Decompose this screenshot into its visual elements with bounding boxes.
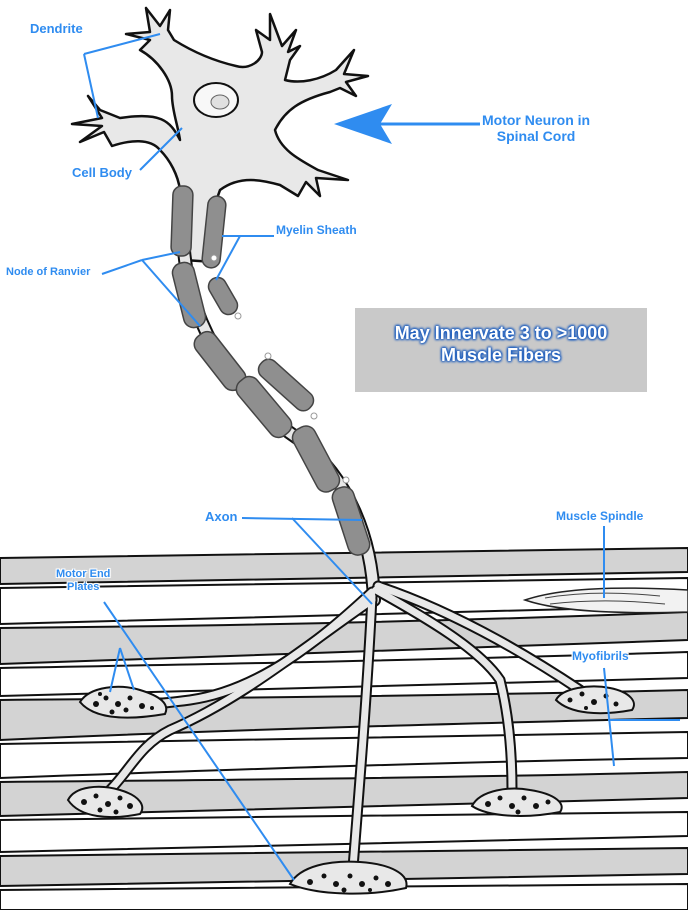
leader-cell-body bbox=[139, 127, 183, 171]
myelin-sheath bbox=[170, 185, 371, 556]
myelin-segment bbox=[257, 358, 315, 412]
innervation-callout-text: May Innervate 3 to >1000 Muscle Fibers bbox=[355, 322, 647, 366]
leader-dendrite bbox=[83, 53, 99, 119]
node-of-ranvier bbox=[264, 352, 272, 360]
myelin-segment bbox=[291, 425, 341, 493]
cell-body bbox=[70, 6, 370, 264]
motor-end-plate bbox=[470, 787, 563, 817]
node-of-ranvier bbox=[210, 254, 218, 262]
leader-motor-end-plates bbox=[109, 647, 121, 693]
label-myelin-sheath: Myelin Sheath bbox=[276, 223, 357, 237]
innervation-callout: May Innervate 3 to >1000 Muscle Fibers bbox=[355, 308, 647, 392]
label-muscle-spindle: Muscle Spindle bbox=[556, 509, 644, 523]
nodes-of-ranvier bbox=[210, 254, 350, 484]
label-motor-end-plates: Motor End Plates bbox=[56, 568, 110, 593]
motor-end-plate bbox=[554, 685, 635, 715]
leader-motor-end-plates bbox=[103, 601, 295, 881]
myelin-segment bbox=[235, 375, 293, 439]
muscle-fiber bbox=[0, 576, 688, 626]
leader-node-of-ranvier bbox=[141, 251, 181, 261]
label-myofibrils: Myofibrils bbox=[572, 649, 629, 663]
callout-line2: Muscle Fibers bbox=[440, 345, 562, 365]
myelin-segment bbox=[171, 261, 207, 329]
label-cell-body: Cell Body bbox=[72, 165, 132, 180]
motor-end-plate bbox=[288, 860, 408, 895]
label-node-of-ranvier: Node of Ranvier bbox=[6, 266, 91, 278]
motor-end-plate bbox=[78, 685, 168, 719]
muscle-spindle bbox=[522, 587, 688, 614]
leader-myelin-sheath bbox=[215, 235, 241, 281]
node-of-ranvier bbox=[234, 312, 242, 320]
muscle-fiber bbox=[0, 810, 688, 854]
label-dendrite: Dendrite bbox=[30, 21, 83, 36]
leader-myofibrils bbox=[603, 667, 615, 767]
motor-neuron-arrow bbox=[334, 104, 480, 144]
motor-end-plate bbox=[66, 785, 144, 819]
label-motor-neuron-line1: Motor Neuron in bbox=[482, 112, 591, 128]
myelin-segment bbox=[170, 185, 194, 257]
myelin-segment bbox=[331, 486, 371, 556]
leader-axon bbox=[291, 517, 373, 605]
muscle-fiber bbox=[0, 610, 688, 666]
node-of-ranvier bbox=[310, 412, 318, 420]
leader-axon bbox=[241, 517, 363, 521]
leader-node-of-ranvier bbox=[141, 259, 201, 327]
node-of-ranvier bbox=[342, 476, 350, 484]
muscle-fiber bbox=[0, 650, 688, 698]
leader-motor-end-plates bbox=[119, 647, 135, 691]
label-motor-neuron-line2: Spinal Cord bbox=[496, 128, 576, 145]
myelin-segment bbox=[207, 276, 239, 316]
myelin-segment bbox=[201, 195, 227, 269]
label-motor-neuron: Motor Neuron in Spinal Cord bbox=[482, 112, 590, 144]
leader-node-of-ranvier bbox=[101, 259, 143, 275]
label-motor-end-plates-line2: Plates bbox=[66, 580, 100, 593]
label-axon: Axon bbox=[205, 509, 238, 524]
leader-dendrite bbox=[83, 33, 161, 55]
callout-line1: May Innervate 3 to >1000 bbox=[394, 323, 608, 343]
motor-end-plates bbox=[66, 685, 635, 895]
muscle-fiber bbox=[0, 730, 688, 780]
muscle-fiber bbox=[0, 546, 688, 586]
label-motor-end-plates-line1: Motor End bbox=[56, 568, 111, 580]
leader-lines bbox=[83, 33, 680, 881]
